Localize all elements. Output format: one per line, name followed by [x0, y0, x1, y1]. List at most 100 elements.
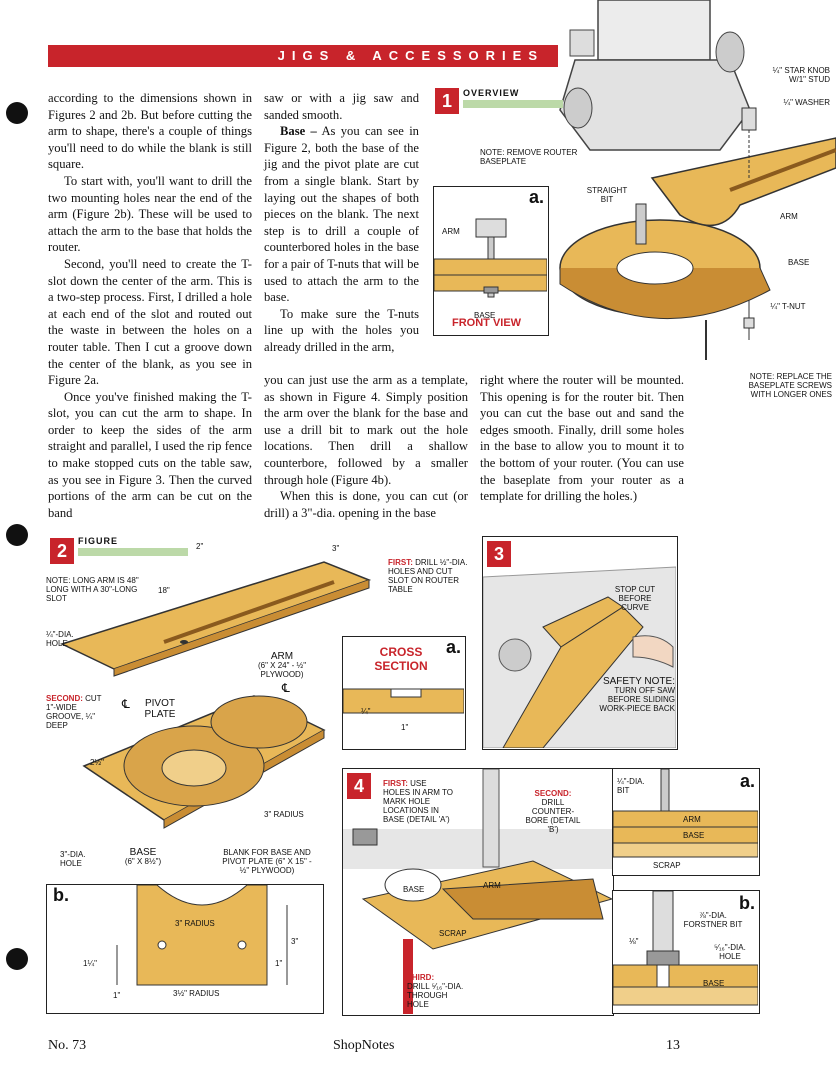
figure-3-drawing — [483, 566, 676, 748]
fig2b-dim-114: 1¼" — [83, 959, 97, 968]
fig4b-forstner-label: ⅞"-DIA. FORSTNER BIT — [683, 911, 743, 929]
figure-4b-detail: b. ⅞"-DIA. FORSTNER BIT ⅛" ⁵⁄₁₆"-DIA. HO… — [612, 890, 760, 1014]
fig2-centerline-1: ℄ — [122, 697, 130, 711]
text-column-1: according to the dimensions shown in Fig… — [48, 90, 252, 521]
fig1-note: NOTE: REMOVE ROUTER BASEPLATE — [480, 148, 578, 166]
fig2-base-label: BASE(6" x 8½") — [124, 847, 162, 867]
fig1a-base-label: BASE — [474, 311, 496, 320]
figure-1a-drawing — [434, 218, 547, 298]
figure-2a-drawing — [343, 688, 464, 714]
fig4a-bit-label: ¼"-DIA. BIT — [617, 777, 645, 795]
binder-hole-2 — [6, 524, 28, 546]
binder-hole-1 — [6, 102, 28, 124]
fig2a-letter: a. — [445, 637, 461, 657]
fig4b-hole-label: ⁵⁄₁₆"-DIA. HOLE — [714, 943, 746, 961]
footer-page-number: 13 — [666, 1038, 680, 1053]
fig1-tnut-label: ¼" T-NUT — [770, 302, 806, 311]
paragraph: To make sure the T-nuts line up with the… — [264, 306, 419, 354]
figure-1-overview: 1 OVERVIEW NOTE: REMOVE ROUTER BASEPLATE… — [430, 0, 836, 410]
paragraph: Once you've finished making the T-slot, … — [48, 389, 252, 520]
fig4-base-label: BASE — [403, 885, 425, 894]
text-column-3: right where the router will be mounted. … — [480, 372, 684, 505]
base-text: As you can see in Figure 2, both the bas… — [264, 124, 419, 305]
base-run-in-head: Base – — [280, 124, 317, 139]
figure-2-number: 2 — [50, 538, 74, 564]
paragraph: saw or with a jig saw and sanded smooth. — [264, 91, 419, 122]
fig4b-dim-18: ⅛" — [629, 937, 639, 946]
fig4-third: THIRD:DRILL ⁵⁄₁₆"-DIA. THROUGH HOLE — [407, 973, 464, 1009]
fig2-centerline-2: ℄ — [282, 681, 290, 695]
figure-4b-drawing — [613, 891, 758, 1006]
fig2-arm-label: ARM(6" x 24" - ½" PLYWOOD) — [257, 651, 307, 680]
paragraph: you can just use the arm as a template, … — [264, 373, 468, 487]
paragraph: Second, you'll need to create the T-slot… — [48, 256, 252, 388]
figure-2a-cross-section: a. CROSS SECTION ¼" 1" — [342, 636, 466, 750]
section-header-band — [48, 45, 558, 67]
binder-hole-3 — [6, 948, 28, 970]
figure-2-drawing — [59, 561, 372, 829]
figure-1-title-stripe — [463, 100, 563, 108]
fig1-straight-bit-label: STRAIGHT BIT — [586, 186, 628, 204]
paragraph: right where the router will be mounted. … — [480, 373, 684, 504]
figure-4: 4 FIRST: USE HOLES IN ARM TO MARK HOLE L… — [342, 768, 614, 1016]
figure-4a-drawing — [613, 769, 758, 858]
figure-3: 3 STOP CUT BEFORE CURVE SAFETY NOTE:TURN… — [482, 536, 678, 750]
figure-1-number: 1 — [435, 88, 459, 114]
fig2b-letter: b. — [53, 885, 69, 905]
fig2a-dim-14: ¼" — [361, 707, 371, 716]
fig4b-base-label: BASE — [703, 979, 725, 988]
figure-2-title: FIGURE — [78, 536, 119, 546]
paragraph: according to the dimensions shown in Fig… — [48, 91, 252, 172]
fig4b-letter: b. — [739, 893, 755, 913]
fig4a-base-label: BASE — [683, 831, 705, 840]
fig3-stop-cut-label: STOP CUT BEFORE CURVE — [614, 585, 656, 612]
figure-3-number: 3 — [487, 541, 511, 567]
paragraph-base: Base – As you can see in Figure 2, both … — [264, 123, 419, 306]
fig4-arm-label: ARM — [483, 881, 501, 890]
figure-2: 2 FIGURE 2" 3" 18" NOTE: LONG ARM IS 48"… — [44, 534, 474, 904]
figure-1a-front-view: a. ARM BASE FRONT VIEW — [433, 186, 549, 336]
fig2-note: NOTE: LONG ARM IS 48" LONG WITH A 30"-LO… — [46, 576, 139, 603]
fig4a-scrap-label: SCRAP — [653, 861, 681, 870]
fig1-base-label: BASE — [788, 258, 810, 267]
fig2a-title: CROSS SECTION — [374, 645, 428, 673]
figure-4-drawing — [343, 769, 612, 1014]
fig2-dim-2half: 2½" — [90, 758, 104, 767]
fig1a-arm-label: ARM — [442, 227, 460, 236]
fig4a-letter: a. — [739, 771, 755, 791]
figure-4a-detail: a. ¼"-DIA. BIT ARM BASE SCRAP — [612, 768, 760, 876]
section-title: JIGS & ACCESSORIES — [277, 48, 544, 63]
fig1-note2: NOTE: REPLACE THE BASEPLATE SCREWS WITH … — [748, 372, 832, 399]
fig2a-dim-1: 1" — [401, 723, 409, 732]
figure-4-number: 4 — [347, 773, 371, 799]
fig4-first: FIRST: USE HOLES IN ARM TO MARK HOLE LOC… — [383, 779, 453, 824]
fig2-hole-label: ¼"-DIA. HOLE — [46, 630, 74, 648]
figure-2b-drawing — [116, 885, 288, 986]
fig4-scrap-label: SCRAP — [439, 929, 467, 938]
footer-magazine: ShopNotes — [333, 1038, 395, 1053]
fig1a-letter: a. — [528, 187, 544, 207]
fig2-pivot-label: PIVOT PLATE — [144, 698, 176, 720]
fig1a-front-view-title: FRONT VIEW — [452, 317, 522, 329]
fig1-arm-label: ARM — [780, 212, 798, 221]
footer-issue: No. 73 — [48, 1038, 87, 1053]
fig1-washer-label: ¼" WASHER — [783, 98, 830, 107]
fig2b-radius-312: 3½" RADIUS — [173, 989, 220, 998]
text-column-2-wide: you can just use the arm as a template, … — [264, 372, 468, 521]
figure-1-drawing — [559, 0, 836, 360]
fig2b-dim-1b: 1" — [275, 959, 283, 968]
fig2b-radius-3: 3" RADIUS — [175, 919, 215, 928]
fig2-radius-label: 3" RADIUS — [264, 810, 304, 819]
figure-1-title: OVERVIEW — [463, 88, 520, 98]
fig2b-dim-3: 3" — [291, 937, 299, 946]
text-column-2: saw or with a jig saw and sanded smooth.… — [264, 90, 419, 356]
fig4-second: SECOND: DRILL COUNTER-BORE (detail 'b') — [525, 789, 581, 834]
fig3-safety-note: SAFETY NOTE:TURN OFF SAW BEFORE SLIDING … — [599, 676, 675, 714]
fig2-second: SECOND: CUT 1"-WIDE GROOVE, ¼" DEEP — [46, 694, 102, 730]
figure-2-title-stripe — [78, 548, 188, 556]
fig2-dim-18: 18" — [158, 586, 170, 595]
fig2-3dia-hole-label: 3"-DIA. HOLE — [60, 850, 86, 868]
fig2b-dim-1a: 1" — [113, 991, 121, 1000]
fig2-blank-label: BLANK FOR BASE AND PIVOT PLATE (6" x 15"… — [222, 848, 312, 875]
fig4a-arm-label: ARM — [683, 815, 701, 824]
